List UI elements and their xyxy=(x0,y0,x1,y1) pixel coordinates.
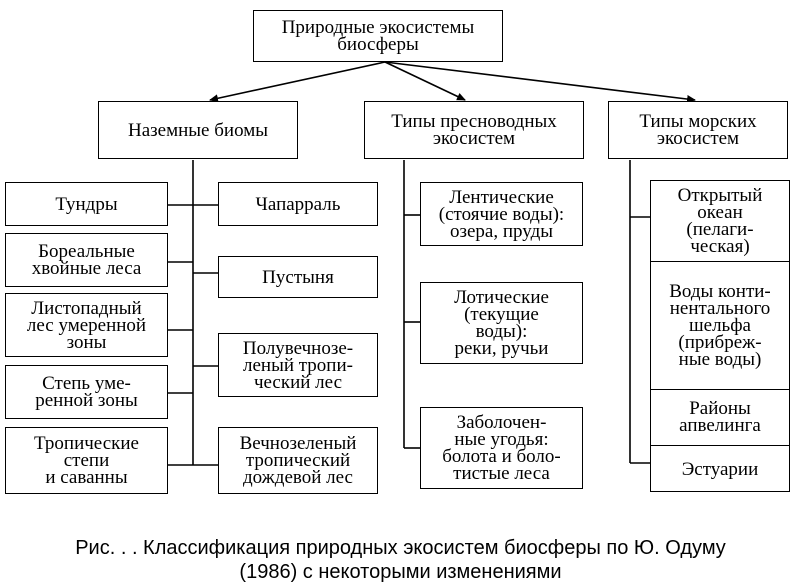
biome-temperate-deciduous-forest: Листопадный лес умеренной зоны xyxy=(5,293,168,357)
marine-divider xyxy=(651,389,789,390)
marine-estuaries: Эстуарии xyxy=(681,458,759,480)
biome-boreal-forest: Бореальные хвойные леса xyxy=(5,233,168,287)
marine-divider xyxy=(651,261,789,262)
root-node: Природные экосистемы биосферы xyxy=(253,10,503,62)
biome-tropical-savanna: Тропические степи и саванны xyxy=(5,427,168,494)
freshwater-ecosystems-header: Типы пресноводных экосистем xyxy=(364,101,584,159)
marine-upwelling: Районы апвелинга xyxy=(679,398,761,436)
marine-ecosystems-header: Типы морских экосистем xyxy=(608,101,788,159)
biome-semi-evergreen-forest: Полувечнозе- леный тропи- ческий лес xyxy=(218,333,378,397)
marine-items-group: Открытый океан (пелаги- ческая) Воды кон… xyxy=(650,180,790,492)
biome-temperate-steppe: Степь уме- ренной зоны xyxy=(5,365,168,419)
biome-tundra: Тундры xyxy=(5,182,168,226)
freshwater-lotic: Лотические (текущие воды): реки, ручьи xyxy=(420,282,583,364)
freshwater-lentic: Лентические (стоячие воды): озера, пруды xyxy=(420,182,583,246)
marine-divider xyxy=(651,445,789,446)
biome-chaparral: Чапарраль xyxy=(218,182,378,226)
marine-open-ocean: Открытый океан (пелаги- ческая) xyxy=(677,185,763,257)
terrestrial-biomes-header: Наземные биомы xyxy=(98,101,298,159)
marine-continental-shelf: Воды конти- нентального шельфа (прибреж-… xyxy=(669,280,771,370)
biome-tropical-rainforest: Вечнозеленый тропический дождевой лес xyxy=(218,427,378,494)
freshwater-wetlands: Заболочен- ные угодья: болота и боло- ти… xyxy=(420,407,583,489)
figure-caption: Рис. . . Классификация природных экосист… xyxy=(75,537,726,583)
biome-desert: Пустыня xyxy=(218,256,378,298)
